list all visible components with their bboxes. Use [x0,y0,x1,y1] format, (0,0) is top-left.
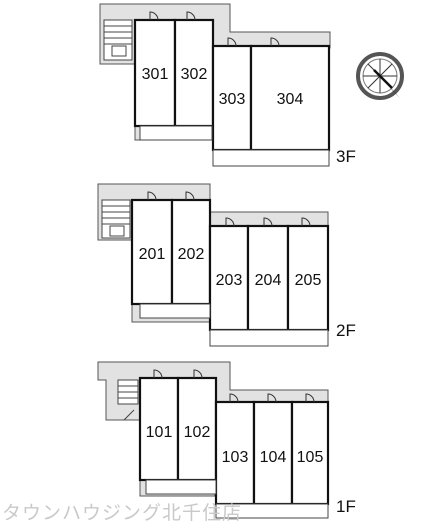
door-icon [149,11,159,21]
floor-1f: 101 102 103 104 105 1F [97,361,356,519]
unit-label: 303 [219,91,246,108]
door-icon [263,217,273,227]
door-icon [227,37,237,47]
unit-label: 302 [181,66,208,83]
unit-label: 203 [216,272,243,289]
unit-label: 105 [297,449,324,466]
unit-label: 104 [260,449,287,466]
door-icon [225,217,235,227]
unit-104 [252,400,294,506]
balcony-1f-west [145,479,217,495]
unit-304 [249,44,331,152]
unit-label: 103 [222,449,249,466]
stairs-2f [101,199,131,239]
floor-2f: 201 202 203 204 205 2F [97,183,356,347]
door-icon [185,191,195,201]
unit-label: 102 [184,424,211,441]
door-icon [301,217,311,227]
unit-302 [173,18,215,128]
door-icon [267,393,277,403]
floor-label-1f: 1F [336,497,356,516]
floor-label-3f: 3F [336,147,356,166]
stairs-3f [103,19,133,61]
unit-label: 204 [255,272,282,289]
unit-301 [133,18,177,128]
unit-label: 301 [142,66,169,83]
balcony-3f-east [212,149,330,167]
unit-label: 304 [277,91,304,108]
balcony-3f-west [139,125,213,141]
unit-label: 205 [295,272,322,289]
door-icon [153,369,163,379]
north-arrow-compass-icon [356,52,404,100]
unit-105 [290,400,330,506]
balcony-1f-east [215,503,329,519]
door-icon [193,369,203,379]
floor-3f: 301 302 303 304 3F [99,3,356,167]
stairs-1f [117,379,139,421]
door-icon [305,393,315,403]
unit-205 [286,224,330,332]
floor-label-2f: 2F [336,321,356,340]
watermark-text: タウンハウジング北千住店 [2,502,243,524]
unit-label: 201 [139,246,166,263]
unit-201 [130,198,174,306]
door-icon [229,393,239,403]
door-icon [186,11,196,21]
door-icon [270,37,280,47]
unit-label: 202 [178,246,205,263]
unit-label: 101 [146,424,173,441]
door-icon [147,191,157,201]
balcony-2f-east [209,329,329,347]
unit-203 [208,224,250,332]
balcony-2f-west [139,303,211,319]
